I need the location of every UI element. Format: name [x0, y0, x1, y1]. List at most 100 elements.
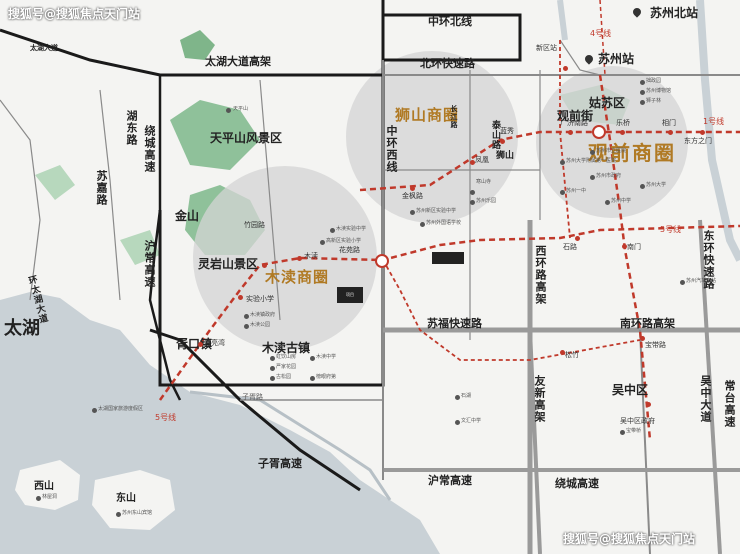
north-expressway — [0, 28, 383, 77]
poi-zhuozheng: 拙政园 — [646, 78, 662, 84]
district-lingyan: 灵岩山景区 — [198, 257, 259, 271]
road-label-taihu-elevated: 太湖大道高架 — [205, 55, 271, 68]
poi-dot-9 — [470, 200, 475, 205]
poi-mudu-park: 木渎公园 — [250, 322, 271, 328]
metro-line4 — [598, 74, 652, 441]
road-label-wuzhong-avenue: 吴中大道 — [699, 375, 712, 423]
road-label-dongdong: 东环快速路 — [702, 230, 715, 290]
road-label-zhonghuan-north: 中环北线 — [428, 15, 472, 28]
road-label-changjiang: 长江路 — [450, 105, 458, 129]
poi-dot-17 — [605, 200, 610, 205]
road-dongdong — [698, 219, 722, 554]
district-wuzhong: 吴中区 — [612, 383, 649, 397]
poi-dot-8 — [270, 356, 275, 361]
poi-mudu-gov: 木渎镇政府 — [250, 312, 276, 318]
poi-dot-13 — [640, 100, 645, 105]
district-xukou: 胥口镇 — [176, 337, 213, 351]
poi-museum: 苏州博物馆 — [646, 88, 672, 94]
station-dot-dongfang — [700, 130, 705, 135]
station-xinzhu: 新区站 — [536, 44, 557, 52]
project-marker: 项目 — [337, 287, 363, 303]
station-fenghuang: 凤凰 — [475, 156, 489, 164]
poi-foreign-school: 苏州外国语学校 — [426, 220, 462, 226]
road-jinshan — [259, 79, 281, 321]
station-shilu: 石路 — [563, 243, 577, 251]
district-suzhou-north: 苏州北站 — [650, 6, 699, 20]
road-label-chenghuan: 绕城高速 — [143, 125, 156, 173]
guanqian-circle-shape — [536, 66, 688, 218]
poi-yanjia: 严家花园 — [276, 364, 297, 370]
poi-gov: 苏州市政府 — [596, 173, 622, 179]
district-jinshan: 金山 — [175, 209, 200, 223]
district-suzhou-station: 苏州站 — [598, 52, 635, 66]
station-huayuan: 花苑路 — [339, 246, 360, 254]
interchange-huayuan — [375, 254, 389, 268]
guanqian-circle-label: 观前商圈 — [588, 141, 676, 165]
station-jinfeng: 金枫路 — [402, 192, 423, 200]
station-yueliang: 月亮湾 — [204, 339, 225, 347]
poi-dot-28 — [92, 408, 97, 413]
station-dot-shilu — [575, 236, 580, 241]
district-gusu: 姑苏区 — [589, 96, 626, 110]
poi-dot-6 — [270, 376, 275, 381]
district-guanqianjie: 观前街 — [557, 109, 594, 123]
shishan-circle-shape — [346, 51, 518, 223]
poi-hospital: 苏州市立医院 — [596, 148, 627, 154]
poi-dot-25 — [680, 280, 685, 285]
poi-bus-south: 苏州汽车南站 — [686, 278, 717, 284]
poi-wenhui: 文汇中学 — [461, 418, 482, 424]
station-dot-mudu — [297, 256, 302, 261]
project-marker-secondary — [432, 252, 464, 264]
station-dot-lanxiu — [500, 139, 505, 144]
poi-suzhou-no1: 苏州一中 — [566, 188, 587, 194]
station-dot-guangji — [568, 130, 573, 135]
road-label-nanhuan: 南环路高架 — [620, 317, 675, 330]
zhonghuan-ring — [381, 0, 522, 62]
taihu-lake-shape — [0, 292, 440, 554]
station-dot-lejiao — [620, 130, 625, 135]
mudu-circle-shape — [193, 166, 377, 350]
project-label: 项目 — [346, 292, 354, 297]
poi-dot-4 — [310, 356, 315, 361]
poi-linwu: 林屋洞 — [42, 494, 58, 500]
metro-line5-east-label: 5号线 — [660, 225, 682, 234]
station-dot-xinzhu — [563, 66, 568, 71]
shishan-circle-label: 狮山商圈 — [395, 106, 460, 124]
poi-dot-22 — [620, 430, 625, 435]
station-songzhu: 松竹 — [565, 351, 579, 359]
poi-dot-16 — [420, 222, 425, 227]
road-label-changtai: 常台高速 — [723, 380, 736, 428]
poi-mudu-exp: 木渎实验中学 — [336, 226, 367, 232]
station-dongfang: 东方之门 — [684, 137, 712, 145]
poi-tianping: 天平山 — [233, 106, 249, 112]
station-lanxiu: 蓝秀 — [500, 127, 514, 135]
poi-hongyin: 虹饮山房 — [276, 354, 297, 360]
metro-line5-west-label: 5号线 — [155, 413, 177, 422]
district-xishan: 西山 — [34, 481, 54, 492]
district-tianping: 天平山风景区 — [210, 131, 283, 145]
road-canal-north — [559, 39, 601, 76]
road-label-zixu: 子胥高速 — [258, 457, 302, 470]
hill-3 — [120, 230, 160, 265]
poi-dot-27 — [560, 160, 565, 165]
poi-xinqu-school: 苏州新区实验中学 — [416, 208, 457, 214]
hill-2 — [35, 165, 75, 200]
hill-tianping — [170, 100, 260, 170]
road-label-ziyu: 子胥路 — [242, 393, 263, 401]
station-dot-yueliang — [198, 342, 203, 347]
station-dot-songzhu — [560, 350, 565, 355]
grand-canal — [696, 0, 740, 262]
station-dot-xiangmen — [668, 130, 673, 135]
poi-dot-24 — [470, 190, 475, 195]
interchange-guanqian — [592, 125, 606, 139]
station-dot-zhuyuan — [262, 263, 267, 268]
road-youxin — [528, 329, 542, 554]
poi-dot-30 — [116, 512, 121, 517]
poi-shihu: 石湖 — [461, 393, 472, 399]
station-dot-wuzhong — [646, 402, 651, 407]
station-dot-nanmen — [622, 244, 627, 249]
poi-dot-3 — [244, 324, 249, 329]
road-label-beihuan: 北环快速路 — [420, 57, 475, 70]
poi-dot-19 — [455, 420, 460, 425]
